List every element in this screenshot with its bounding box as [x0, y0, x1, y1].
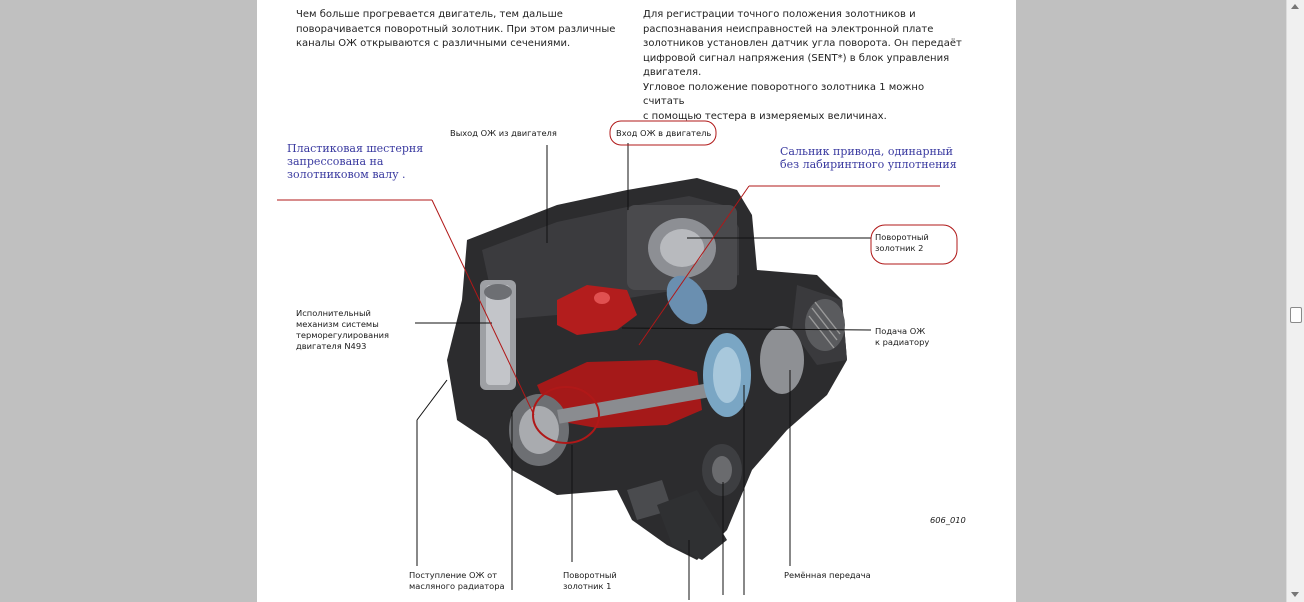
label-rotary-valve-2: Поворотный золотник 2: [875, 232, 929, 254]
label-actuator-line-1: Исполнительный: [296, 308, 371, 318]
red-annotation-lines: [277, 185, 940, 444]
vertical-scrollbar[interactable]: [1286, 0, 1304, 602]
actuator-cylinder: [480, 280, 516, 390]
label-coolant-in: Вход ОЖ в двигатель: [616, 128, 712, 138]
left-paragraph: Чем больше прогревается двигатель, тем д…: [296, 8, 616, 52]
label-rotary-valve-2-line-1: Поворотный: [875, 232, 929, 242]
label-highlight-ovals: [609, 120, 958, 265]
scroll-up-icon[interactable]: [1291, 4, 1299, 9]
left-line-2: поворачивается поворотный золотник. При …: [296, 23, 616, 35]
label-actuator: Исполнительный механизм системы терморег…: [296, 308, 389, 352]
outlet-pipes: [627, 444, 742, 560]
label-belt-drive: Ремённая передача: [784, 570, 871, 580]
label-actuator-line-4: двигателя N493: [296, 341, 367, 351]
label-actuator-line-3: терморегулирования: [296, 330, 389, 340]
leader-lines: [415, 143, 872, 600]
right-line-6: Угловое положение поворотного золотника …: [643, 81, 925, 108]
note-plastic-gear-line-1: Пластиковая шестерня: [287, 142, 424, 155]
label-actuator-line-2: механизм системы: [296, 319, 379, 329]
label-oil-cooler-inflow-line-2: масляного радиатора: [409, 581, 505, 591]
note-plastic-gear-line-3: золотниковом валу .: [287, 168, 406, 181]
label-coolant-to-radiator-line-2: к радиатору: [875, 337, 930, 347]
water-pump-illustration: [277, 120, 958, 600]
document-page: Чем больше прогревается двигатель, тем д…: [257, 0, 1016, 602]
label-coolant-to-radiator: Подача ОЖ к радиатору: [875, 326, 929, 348]
note-plastic-gear-line-2: запрессована на: [287, 155, 384, 168]
right-line-7: с помощью тестера в измеряемых величинах…: [643, 110, 887, 122]
label-rotary-valve-2-line-2: золотник 2: [875, 243, 924, 253]
label-rotary-valve-1-line-1: Поворотный: [563, 570, 617, 580]
figure-number: 606_010: [930, 515, 966, 525]
label-rotary-valve-1: Поворотный золотник 1: [563, 570, 617, 592]
right-paragraph: Для регистрации точного положения золотн…: [643, 8, 963, 124]
label-oil-cooler-inflow: Поступление ОЖ от масляного радиатора: [409, 570, 505, 592]
label-oil-cooler-inflow-line-1: Поступление ОЖ от: [409, 570, 498, 580]
note-shaft-seal-line-1: Сальник привода, одинарный: [780, 145, 953, 158]
right-line-3: золотников установлен датчик угла поворо…: [643, 38, 962, 49]
label-coolant-to-radiator-line-1: Подача ОЖ: [875, 326, 926, 336]
left-line-1: Чем больше прогревается двигатель, тем д…: [296, 9, 563, 20]
right-line-4: цифровой сигнал напряжения (SENT*) в бло…: [643, 52, 950, 64]
right-line-2: распознавания неисправностей на электрон…: [643, 23, 934, 35]
label-coolant-out: Выход ОЖ из двигателя: [450, 128, 557, 138]
scroll-thumb[interactable]: [1290, 307, 1302, 323]
note-shaft-seal: Сальник привода, одинарный без лабиринтн…: [780, 145, 957, 171]
note-plastic-gear: Пластиковая шестерня запрессована на зол…: [287, 142, 423, 181]
note-shaft-seal-line-2: без лабиринтного уплотнения: [780, 158, 957, 171]
left-line-3: каналы ОЖ открываются с различными сечен…: [296, 38, 571, 49]
scroll-down-icon[interactable]: [1291, 592, 1299, 597]
right-line-1: Для регистрации точного положения золотн…: [643, 9, 916, 20]
right-line-5: двигателя.: [643, 67, 702, 78]
label-rotary-valve-1-line-2: золотник 1: [563, 581, 612, 591]
